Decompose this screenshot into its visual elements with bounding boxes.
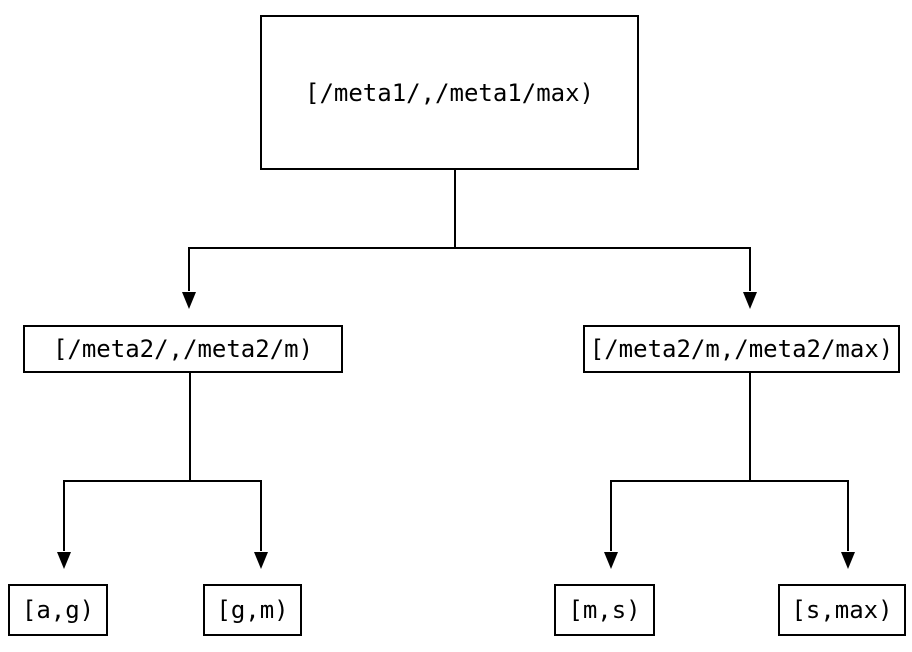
node-leaf-smax-label: [s,max) [791, 596, 893, 624]
node-leaf-smax: [s,max) [778, 584, 906, 636]
node-leaf-ms: [m,s) [554, 584, 655, 636]
node-root-label: [/meta1/,/meta1/max) [305, 78, 594, 107]
arrowhead-root-to-right [743, 292, 757, 309]
arrowhead-left-to-leaf-ag [57, 552, 71, 569]
node-right-child: [/meta2/m,/meta2/max) [583, 325, 900, 373]
node-leaf-ag-label: [a,g) [21, 596, 95, 624]
node-leaf-gm-label: [g,m) [216, 596, 289, 624]
node-leaf-ms-label: [m,s) [568, 596, 641, 624]
arrowhead-right-to-leaf-smax [841, 552, 855, 569]
node-leaf-gm: [g,m) [203, 584, 302, 636]
node-left-child-label: [/meta2/,/meta2/m) [52, 335, 314, 363]
arrowhead-left-to-leaf-gm [254, 552, 268, 569]
node-right-child-label: [/meta2/m,/meta2/max) [589, 335, 894, 363]
node-left-child: [/meta2/,/meta2/m) [23, 325, 343, 373]
arrowhead-root-to-left [182, 292, 196, 309]
arrowhead-right-to-leaf-ms [604, 552, 618, 569]
node-leaf-ag: [a,g) [8, 584, 108, 636]
node-root: [/meta1/,/meta1/max) [260, 15, 639, 170]
